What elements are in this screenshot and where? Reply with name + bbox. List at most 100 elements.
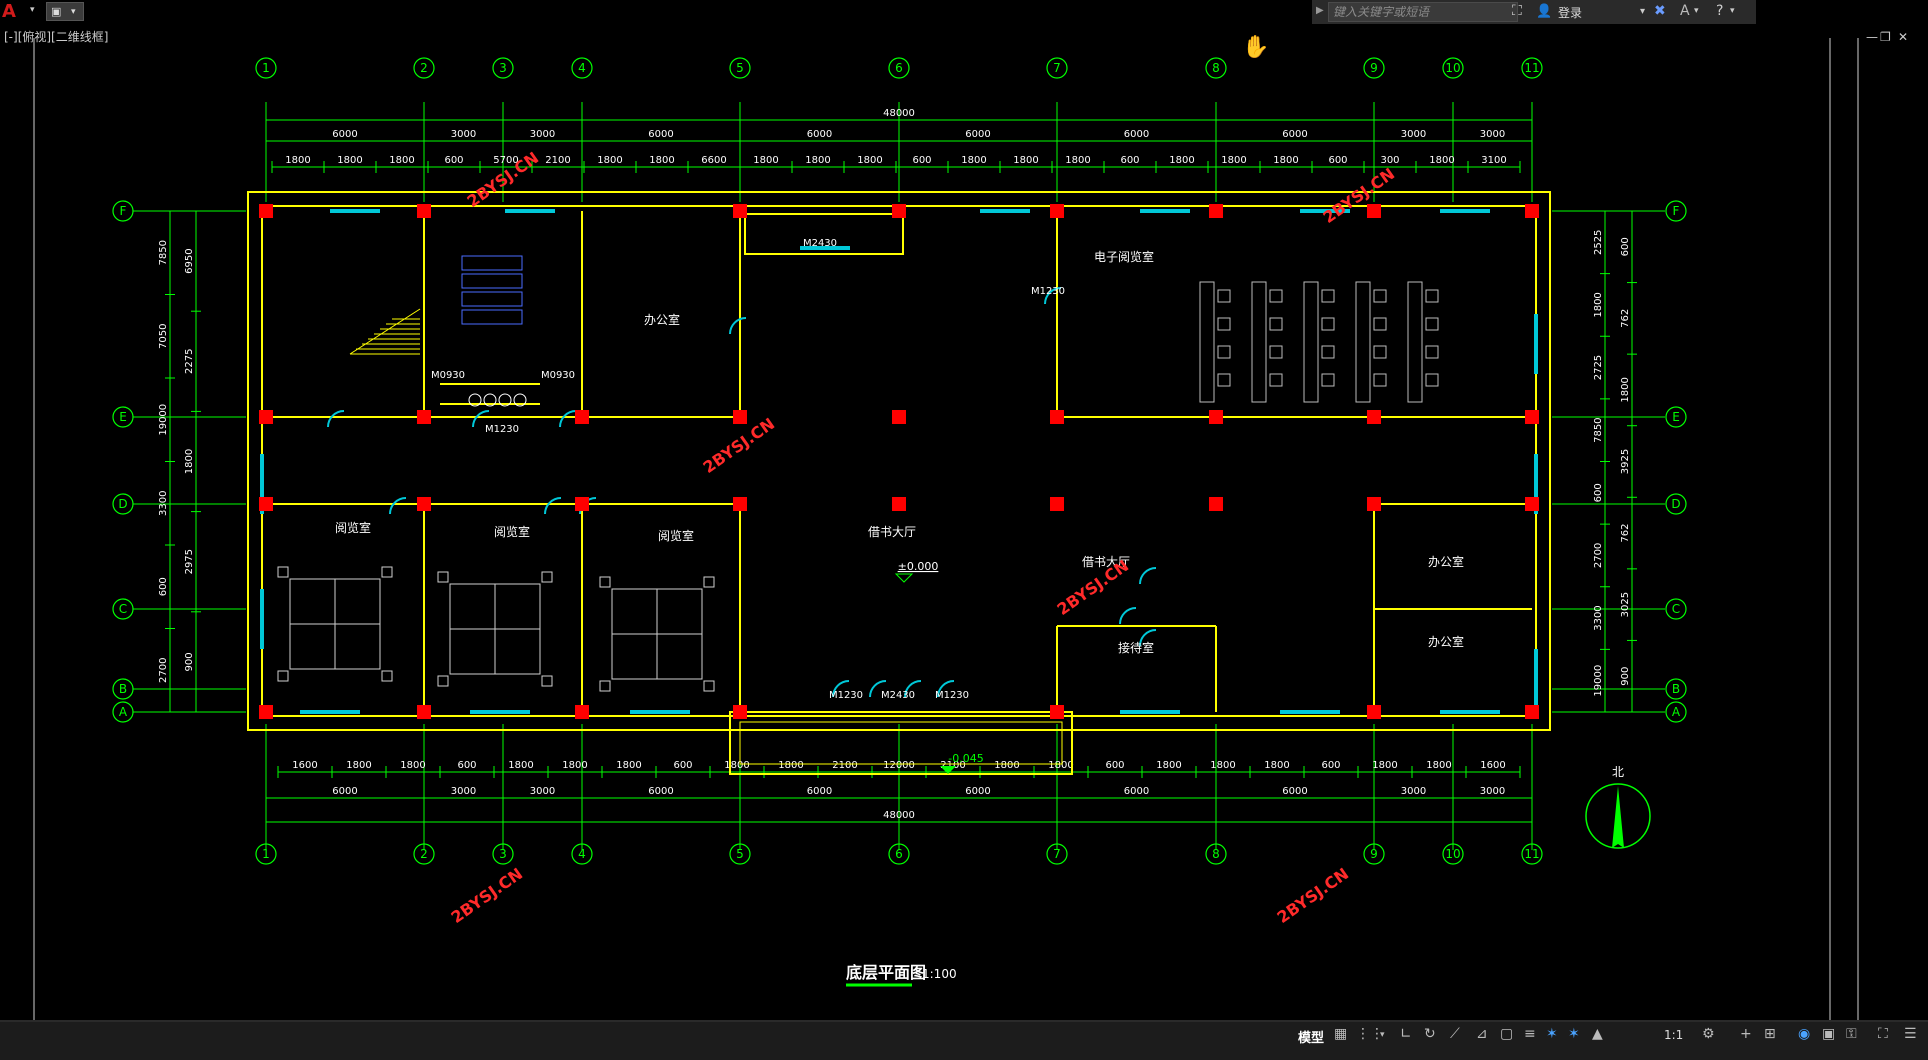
drawing-title: 底层平面图 1:100 [846,963,957,987]
top-detail-dim-label: 600 [1120,155,1139,166]
minimize-icon[interactable]: — [1866,30,1878,44]
application-menu-button[interactable]: A▾ [2,2,40,22]
exchange-icon[interactable]: ✖ [1654,3,1666,19]
axis-bubble [571,57,593,79]
autodesk-a360-icon[interactable]: A [1680,3,1690,19]
axis-label: F [120,204,127,218]
chair [703,576,715,588]
annotation-scale-icon[interactable]: ▲ [1592,1026,1603,1042]
fullscreen-icon[interactable]: ⛶ [1878,1026,1888,1042]
computer-chair [1269,317,1283,331]
computer-chair [1425,345,1439,359]
autoscale-icon[interactable]: ✶ [1568,1026,1580,1042]
left-dim-b-label: 2275 [184,349,195,374]
room-label: 办公室 [644,312,680,327]
axis-label: D [118,497,127,511]
gear-icon[interactable]: ⚙ [1702,1026,1715,1042]
binoculars-icon[interactable]: ⛶ [1512,3,1522,19]
drawing-title-text: 底层平面图 [846,963,926,982]
plus-icon[interactable]: + [1740,1026,1752,1042]
room-label: 办公室 [1428,554,1464,569]
right-dim-a-label: 3300 [1593,605,1604,630]
bottom-bay-dim-label: 3000 [1401,786,1426,797]
osnap-tracking-icon[interactable]: ⟋ [1450,1026,1460,1042]
structural-column [575,705,589,719]
annotation-scale-value[interactable]: 1:1 [1664,1028,1684,1042]
isolate-objects-icon[interactable]: ◉ [1798,1026,1811,1042]
door-label: M1230 [829,690,863,701]
structural-column [575,410,589,424]
structural-column [1367,204,1381,218]
structural-column [575,497,589,511]
chevron-down-icon[interactable]: ▾ [1640,6,1646,17]
hardware-acceleration-icon[interactable]: ▣ [1822,1026,1836,1042]
customization-menu-icon[interactable]: ☰ [1904,1026,1917,1042]
chair [277,670,289,682]
axis-label: 3 [499,61,507,75]
structural-column [417,705,431,719]
top-bay-dim-label: 6000 [1282,129,1307,140]
help-icon[interactable]: ? [1716,3,1724,19]
ortho-icon[interactable]: ∟ [1400,1026,1412,1042]
door-label: M2430 [881,690,915,701]
chevron-down-icon[interactable]: ▾ [1730,6,1735,16]
bottom-detail-dim-label: 1800 [1156,760,1181,771]
top-detail-dim-label: 2100 [545,155,570,166]
axis-label: 5 [736,847,744,861]
osnap-icon[interactable]: ⊿ [1476,1026,1488,1042]
chair [541,675,553,687]
chevron-down-icon[interactable]: ▾ [1380,1030,1385,1040]
door-swing [904,680,922,698]
top-detail-dim-label: 3100 [1481,155,1506,166]
right-dim-b-label: 3925 [1620,449,1631,474]
sink [513,393,527,407]
room-label: 阅览室 [658,528,694,543]
quick-access-toolbar[interactable]: ▣▾ [46,2,84,21]
close-icon[interactable]: ✕ [1898,30,1909,44]
structural-column [892,204,906,218]
2d-osnap-icon[interactable]: ▢ [1500,1026,1514,1042]
stair-flight [349,308,421,355]
axis-bubble [1205,843,1227,865]
room-label: 借书大厅 [1082,555,1130,569]
axis-bubble [1442,843,1464,865]
clean-screen-icon[interactable]: ⚿ [1846,1026,1857,1042]
bottom-detail-dim-label: 1600 [1480,760,1505,771]
workspace-icon[interactable]: ⊞ [1764,1026,1776,1042]
axis-bubble [1363,843,1385,865]
axis-label: 8 [1212,61,1220,75]
reading-table-group [437,571,553,687]
computer-desk [1199,281,1215,403]
structural-column [733,204,747,218]
viewport-frame [33,38,1859,1020]
search-input[interactable]: 键入关键字或短语 [1328,2,1518,22]
computer-chair [1321,345,1335,359]
axis-bubble [1205,57,1227,79]
annotation-visibility-icon[interactable]: ✶ [1546,1026,1558,1042]
axis-label: 10 [1445,61,1460,75]
grid-icon[interactable]: ▦ [1334,1026,1348,1042]
chair [703,680,715,692]
structural-column [733,705,747,719]
door-swing [559,410,577,428]
right-dim-a-label: 19000 [1593,665,1604,697]
axis-label: 1 [262,847,270,861]
structural-column [259,497,273,511]
door-swing [729,317,747,335]
viewport-controls[interactable]: [-][俯视][二维线框] [4,30,109,44]
expand-arrow-icon[interactable]: ▶ [1316,5,1324,16]
axis-bubble [112,200,134,222]
model-tab[interactable]: 模型 [1298,1031,1325,1046]
lineweight-icon[interactable]: ≡ [1524,1026,1536,1042]
top-detail-dim-label: 1800 [649,155,674,166]
bottom-detail-dim-label: 1800 [400,760,425,771]
structural-column [417,204,431,218]
snap-icon[interactable]: ⋮⋮ [1356,1026,1384,1042]
polar-icon[interactable]: ↻ [1424,1026,1436,1042]
login-button[interactable]: 登录 [1558,6,1583,20]
right-dim-a-label: 600 [1593,483,1604,502]
restore-icon[interactable]: ❐ [1880,30,1891,44]
room-label: 借书大厅 [868,525,916,539]
chevron-down-icon[interactable]: ▾ [1694,6,1699,16]
